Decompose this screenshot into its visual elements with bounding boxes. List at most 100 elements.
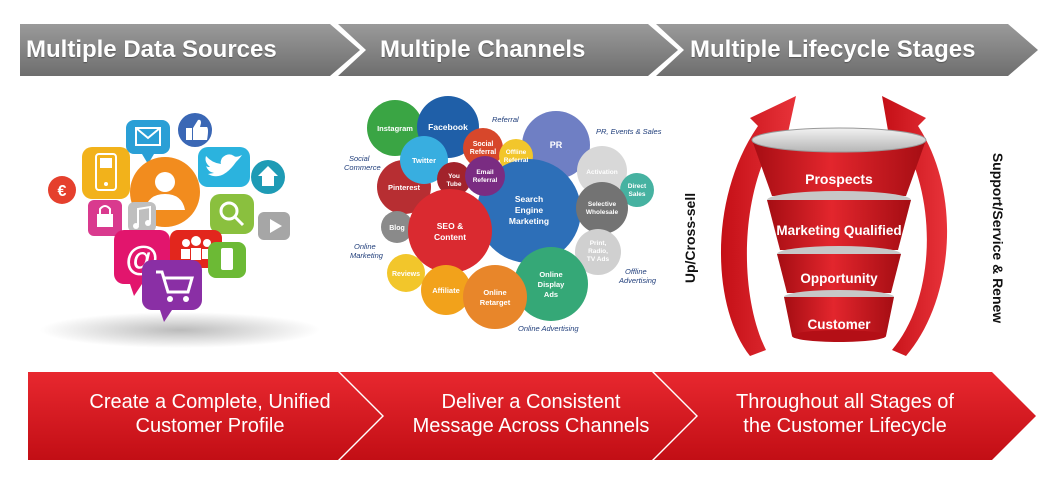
label-support-service-renew: Support/Service & Renew	[990, 153, 1006, 323]
annotation-offline-advertising-l2: Advertising	[618, 276, 657, 285]
footer-arrow-2-shape	[340, 372, 696, 460]
bubble-online-display-l3: Ads	[544, 290, 558, 299]
footer-text-unified-profile: Create a Complete, Unified Customer Prof…	[40, 390, 380, 438]
annotation-online-marketing-l2: Marketing	[350, 251, 384, 260]
bubble-online-retarget-l1: Online	[483, 288, 506, 297]
thumbs-up-icon	[178, 113, 212, 147]
annotation-social-commerce-l1: Social	[349, 154, 370, 163]
channels-bubble-map: Instagram Facebook PR Twitter Social Ref…	[344, 96, 662, 333]
search-icon	[210, 194, 254, 234]
bubble-twitter	[400, 136, 448, 184]
bubble-instagram-label: Instagram	[377, 124, 413, 133]
bubble-offline-referral-l1: Offline	[506, 149, 527, 156]
bubble-blog	[381, 211, 413, 243]
lifecycle-funnel: Prospects Marketing Qualified Opportunit…	[682, 96, 1006, 356]
bubble-selective-wholesale	[576, 182, 628, 234]
bubble-search-engine-l3: Marketing	[509, 216, 549, 226]
bubble-direct-sales-l2: Sales	[629, 191, 646, 198]
annotation-online-marketing-l1: Online	[354, 242, 376, 251]
lock-icon	[88, 200, 122, 236]
bubble-blog-label: Blog	[389, 225, 405, 232]
header-lifecycle-stages: Multiple Lifecycle Stages	[690, 36, 976, 63]
header-data-sources: Multiple Data Sources	[26, 36, 277, 63]
phone-icon	[82, 147, 130, 199]
bubble-offline-referral-l2: Referral	[504, 157, 529, 164]
footer-arrow-3-shape	[654, 372, 1036, 460]
bubble-online-retarget-l2: Retarget	[480, 298, 511, 307]
bubble-print-l1: Print,	[590, 240, 607, 247]
bubble-youtube	[437, 162, 471, 196]
footer-3-line2: the Customer Lifecycle	[743, 415, 947, 437]
header-channels: Multiple Channels	[380, 36, 586, 63]
bubble-reviews-label: Reviews	[392, 271, 420, 278]
header-arrow-1-shape	[20, 24, 360, 76]
mail-icon	[126, 120, 170, 164]
bubble-social-referral-l2: Referral	[470, 149, 497, 156]
annotation-offline-advertising-l1: Offline	[625, 267, 647, 276]
bubble-affiliate-label: Affiliate	[432, 286, 460, 295]
bubble-youtube-l2: Tube	[446, 181, 461, 188]
label-up-cross-sell: Up/Cross-sell	[682, 193, 698, 283]
right-cycle-arrow	[882, 96, 948, 356]
bubble-online-display-l1: Online	[539, 270, 562, 279]
bubble-print-l3: TV Ads	[587, 256, 610, 263]
bubble-selective-wholesale-l1: Selective	[588, 201, 617, 208]
euro-icon: €	[48, 176, 76, 204]
bubble-affiliate	[421, 265, 471, 315]
annotation-referral: Referral	[492, 115, 519, 124]
bubble-activation-label: Activation	[586, 169, 617, 176]
funnel-top-rim	[751, 127, 927, 153]
header-arrow-band	[20, 24, 1038, 76]
bubble-reviews	[387, 254, 425, 292]
bubble-pinterest-label: Pinterest	[388, 183, 421, 192]
stage-marketing-qualified: Marketing Qualified	[776, 223, 901, 238]
annotation-social-commerce-l2: Commerce	[344, 163, 381, 172]
svg-text:€: €	[58, 183, 67, 200]
footer-1-line2: Customer Profile	[135, 415, 285, 437]
bubble-email-referral-l2: Referral	[473, 177, 498, 184]
home-icon	[251, 160, 285, 194]
bubble-twitter-label: Twitter	[412, 156, 436, 165]
funnel-band-opportunity	[777, 246, 901, 293]
funnel-band-marketing-qualified	[767, 191, 911, 250]
twitter-bird-icon	[198, 147, 250, 187]
footer-1-line1: Create a Complete, Unified	[89, 391, 331, 413]
funnel-band-customer	[784, 290, 894, 342]
footer-3-line1: Throughout all Stages of	[736, 391, 954, 413]
header-arrow-2-shape	[338, 24, 678, 76]
bubble-online-retarget	[463, 265, 527, 329]
bubble-print-l2: Radio,	[588, 248, 608, 255]
data-sources-cloud: € @	[40, 113, 320, 348]
footer-arrow-band	[28, 372, 1036, 460]
bubble-seo-l1: SEO &	[437, 221, 463, 231]
bubble-seo	[408, 189, 492, 273]
bubble-online-display	[514, 247, 588, 321]
bubble-direct-sales-l1: Direct	[628, 183, 647, 190]
bubble-pr-label: PR	[550, 140, 563, 150]
bubble-email-referral-l1: Email	[476, 169, 494, 176]
header-arrow-3-shape	[656, 24, 1038, 76]
bubble-youtube-l1: You	[448, 173, 460, 180]
bubble-search-engine	[477, 159, 581, 263]
annotation-online-advertising: Online Advertising	[518, 324, 579, 333]
stage-prospects: Prospects	[805, 171, 873, 187]
music-note-icon	[128, 202, 156, 232]
footer-arrow-1-shape	[28, 372, 382, 460]
bubble-selective-wholesale-l2: Wholesale	[586, 209, 619, 216]
mobile-icon	[208, 242, 246, 278]
cart-icon	[142, 260, 202, 322]
bubble-seo-l2: Content	[434, 232, 466, 242]
bubble-activation	[577, 146, 627, 196]
bubble-print	[575, 229, 621, 275]
funnel-band-prospects	[752, 140, 926, 196]
bubble-direct-sales	[620, 173, 654, 207]
bubble-social-referral-l1: Social	[473, 141, 494, 148]
left-cycle-arrow	[720, 96, 796, 356]
stage-customer: Customer	[807, 317, 871, 332]
footer-text-consistent-message: Deliver a Consistent Message Across Chan…	[376, 390, 686, 438]
bubble-facebook-label: Facebook	[428, 122, 468, 132]
bubble-email-referral	[465, 156, 505, 196]
footer-2-line1: Deliver a Consistent	[441, 391, 621, 413]
footer-text-lifecycle: Throughout all Stages of the Customer Li…	[690, 390, 1000, 438]
stage-opportunity: Opportunity	[800, 271, 878, 286]
